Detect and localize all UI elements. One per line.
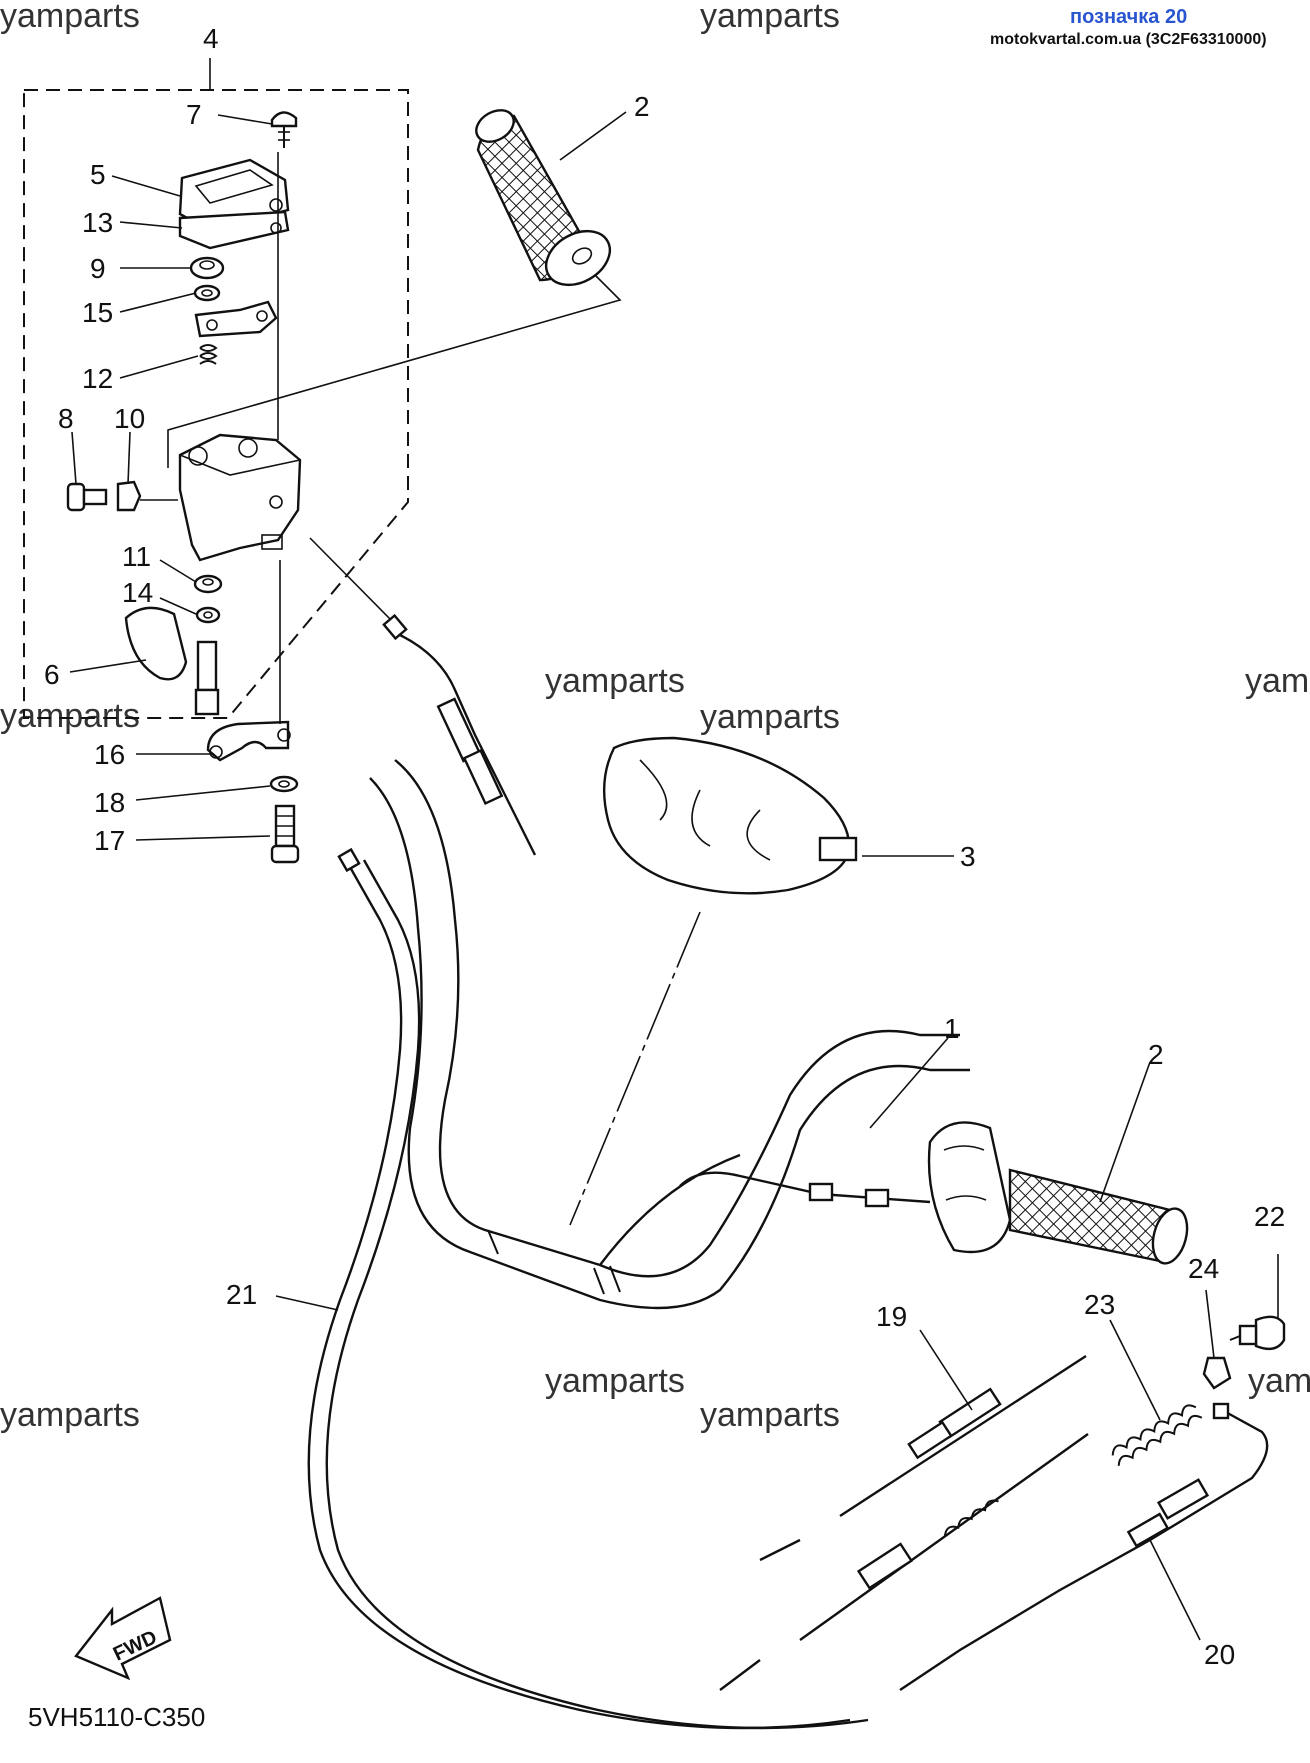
cable-20 [899, 1402, 1269, 1691]
callout-19: 19 [876, 1301, 907, 1332]
callout-21: 21 [226, 1279, 257, 1310]
screw-8 [66, 482, 108, 512]
bolt-17 [270, 804, 300, 864]
watermark: yamparts [545, 1362, 685, 1400]
leader-line [569, 911, 701, 1226]
washer-11 [193, 574, 223, 594]
nut-9 [189, 256, 225, 280]
callout-5: 5 [90, 159, 106, 190]
center-pad-3 [603, 736, 858, 895]
callout-15: 15 [82, 297, 113, 328]
callout-7: 7 [186, 99, 202, 130]
watermark: yamparts [1248, 1362, 1310, 1400]
callout-4: 4 [203, 23, 219, 54]
callout-3: 3 [960, 841, 976, 872]
screw-7 [270, 111, 298, 148]
grip-2-upper [475, 109, 611, 287]
watermark: yamparts [1245, 662, 1310, 700]
callout-6: 6 [44, 659, 60, 690]
callout-9: 9 [90, 253, 106, 284]
callout-2-lower: 2 [1148, 1039, 1164, 1070]
fitting-24 [1202, 1356, 1232, 1390]
callout-leaders [69, 111, 1279, 1641]
spring-12 [199, 344, 218, 365]
housing-10 [178, 433, 302, 562]
callout-10: 10 [114, 403, 145, 434]
callout-12: 12 [82, 363, 113, 394]
watermark: yamparts [0, 0, 140, 35]
callout-8: 8 [58, 403, 74, 434]
washer-18 [269, 775, 299, 793]
watermark: yamparts [0, 697, 140, 735]
fwd-arrow-icon: FWD [74, 1596, 172, 1681]
handlebar-1 [369, 759, 970, 1310]
watermark: yamparts [0, 1396, 140, 1434]
wing-bolt-22 [1229, 1315, 1286, 1351]
cable-19 [759, 1354, 1087, 1562]
header-title: позначка 20 [1070, 6, 1187, 28]
throttle-cable-upper [309, 537, 537, 856]
grip-2-lower [1008, 1168, 1189, 1265]
callout-14: 14 [122, 577, 153, 608]
callout-18: 18 [94, 787, 125, 818]
assembly-box [23, 58, 409, 719]
handlebar-cable-right [679, 1171, 931, 1208]
cable-21 [307, 847, 869, 1730]
header-site: motokvartal.com.ua (3C2F63310000) [990, 31, 1267, 48]
diagram-code: 5VH5110-C350 [28, 1702, 205, 1732]
washer-14 [195, 606, 221, 624]
callout-11: 11 [122, 541, 151, 572]
bracket-16 [206, 720, 291, 762]
nut-10 [116, 480, 178, 512]
axis-line [167, 274, 622, 468]
watermark: yamparts [700, 698, 840, 736]
callout-23: 23 [1084, 1289, 1115, 1320]
lever-plate [194, 300, 278, 338]
callout-22: 22 [1254, 1201, 1285, 1232]
spring-23 [1111, 1404, 1203, 1466]
watermark: yamparts [700, 0, 840, 35]
gasket-13 [178, 210, 290, 250]
callout-1: 1 [944, 1013, 960, 1044]
callout-2-upper: 2 [634, 91, 650, 122]
callout-16: 16 [94, 739, 125, 770]
throttle-housing-right [927, 1121, 1012, 1254]
adjuster-cable [719, 1433, 1089, 1691]
washer-15 [193, 284, 221, 302]
watermark: yamparts [545, 662, 685, 700]
callout-24: 24 [1188, 1253, 1219, 1284]
callout-20: 20 [1204, 1639, 1235, 1670]
callout-13: 13 [82, 207, 113, 238]
watermark: yamparts [700, 1396, 840, 1434]
callout-17: 17 [94, 825, 125, 856]
